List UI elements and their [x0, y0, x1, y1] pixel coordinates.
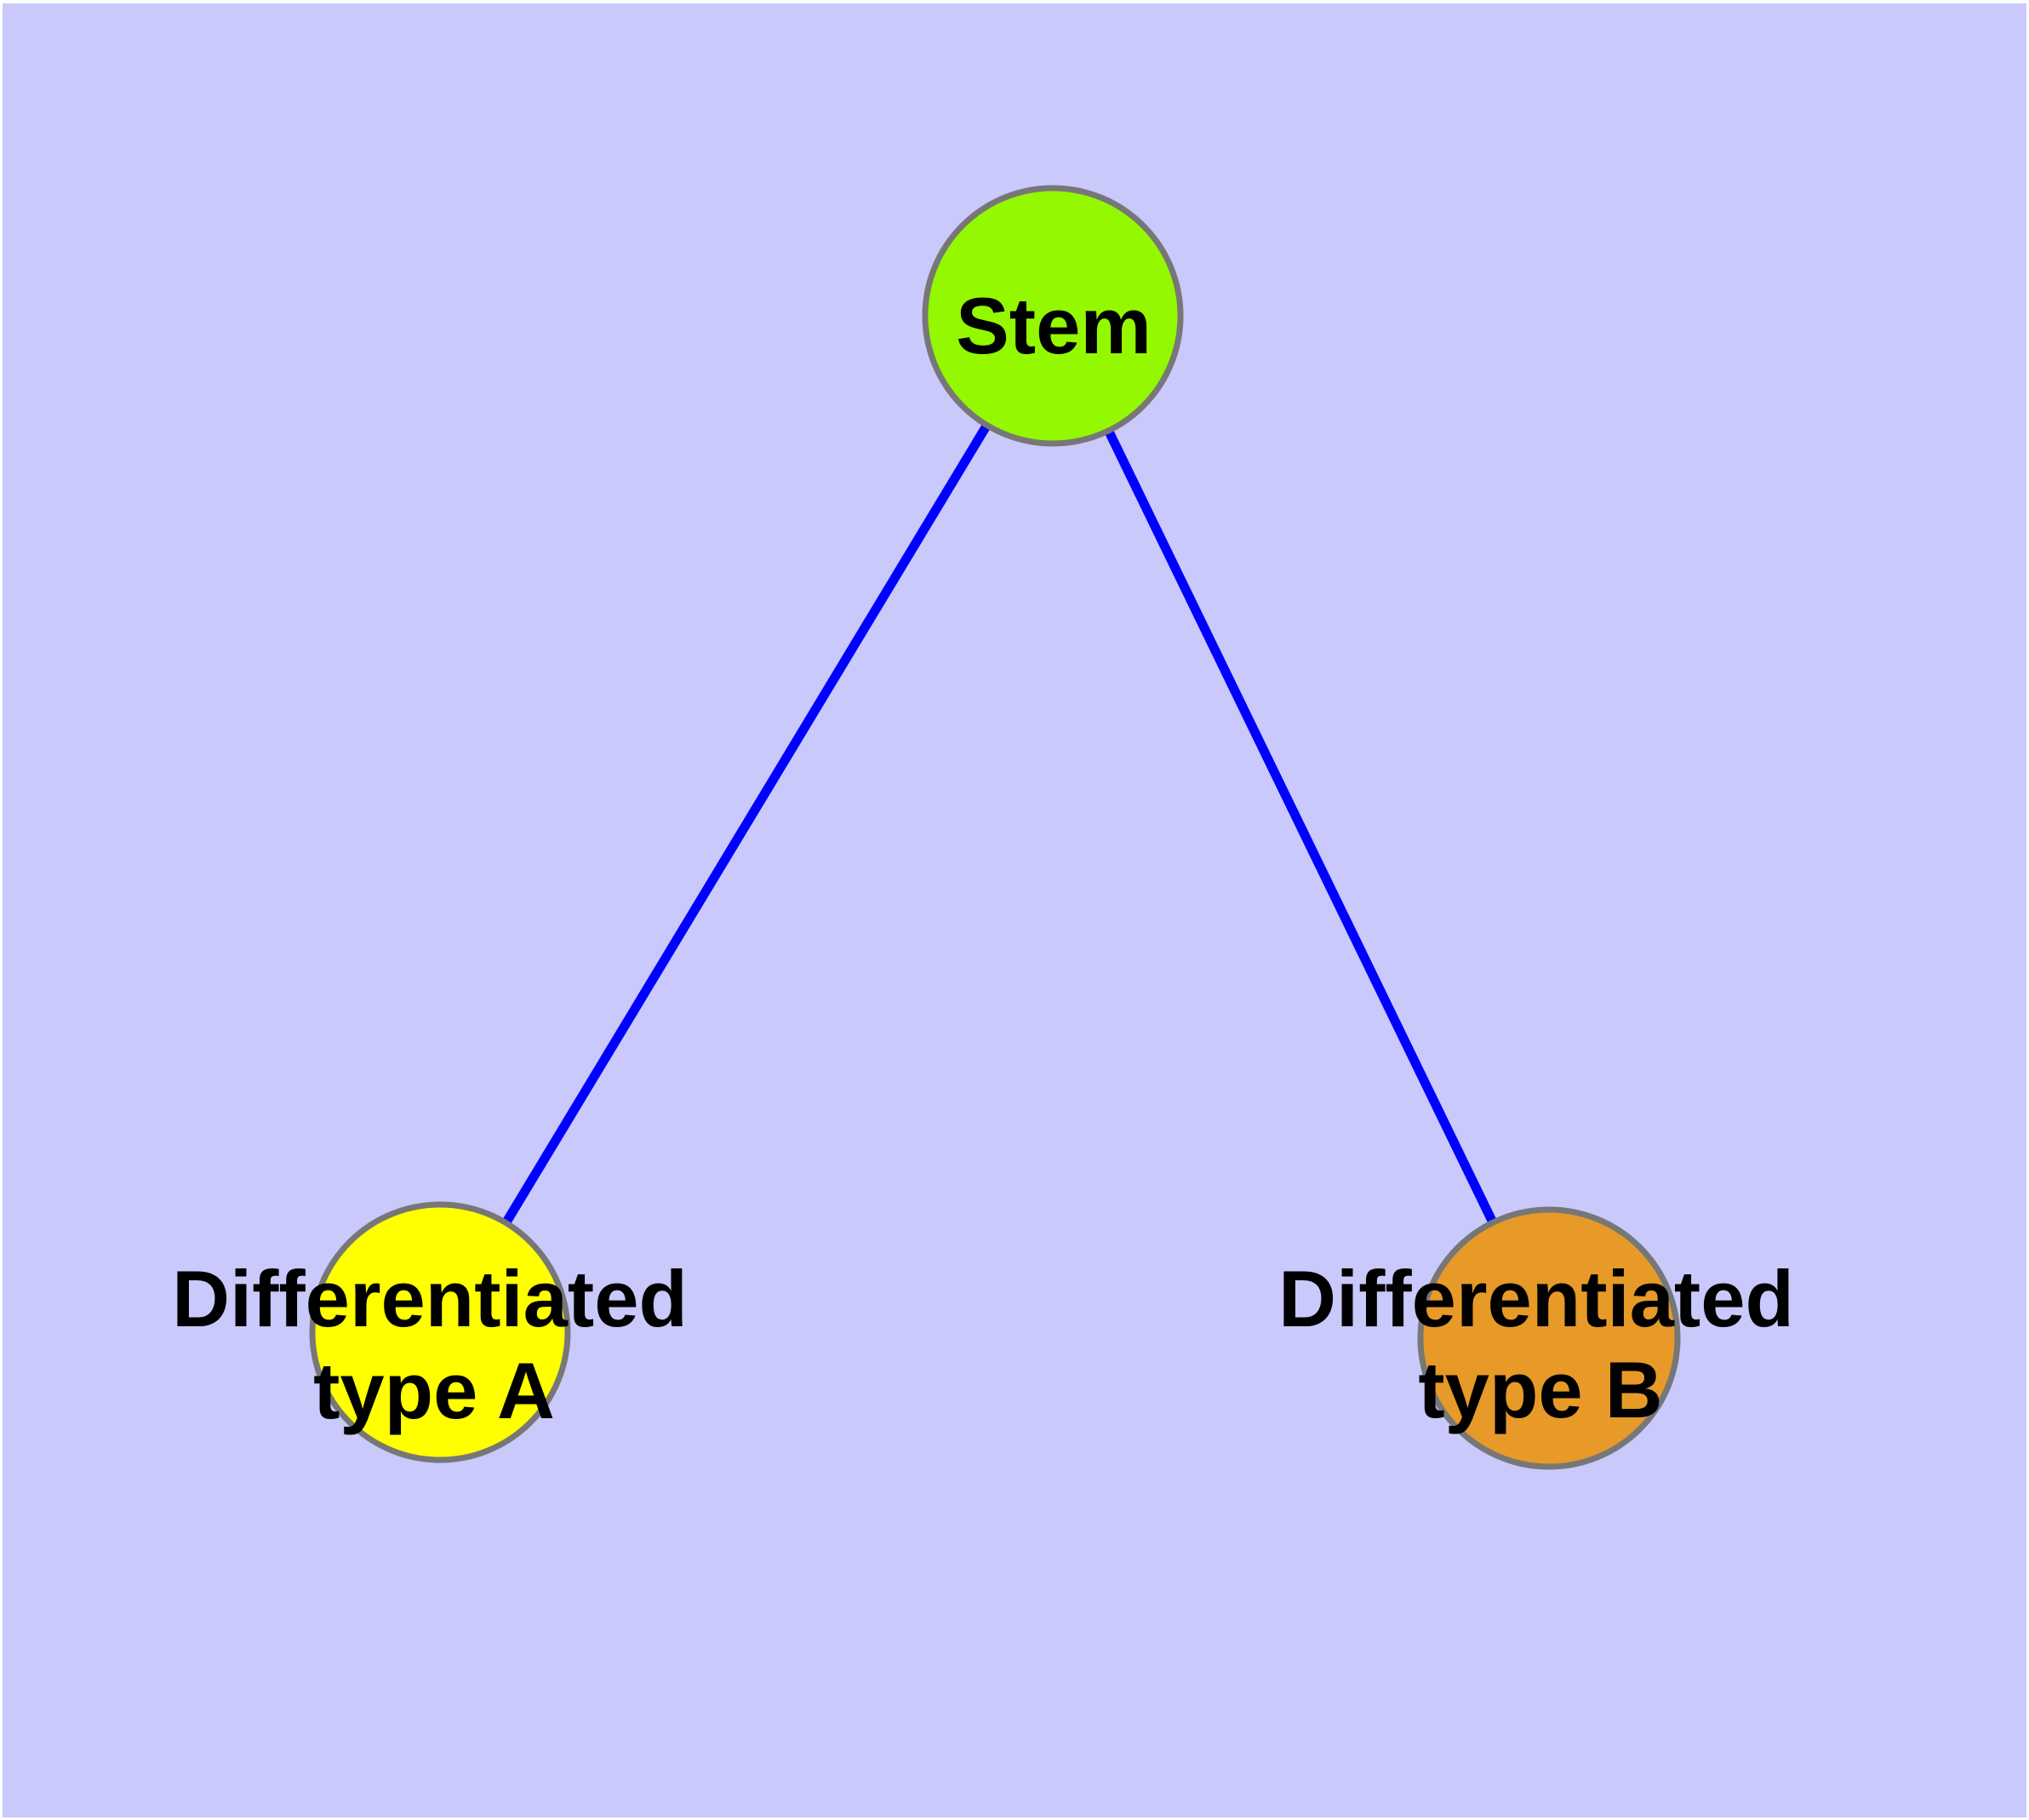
node-type-b-label-line-1: Differentiated: [1278, 1254, 1794, 1343]
node-differentiated-type-b: [1417, 1206, 1681, 1470]
node-stem-label: Stem: [956, 281, 1152, 370]
node-type-a-label-line-2: type A: [313, 1346, 555, 1435]
node-type-b-label-line-2: type B: [1418, 1345, 1662, 1434]
node-type-a-label-line-1: Differentiated: [172, 1254, 688, 1343]
edge-stem-to-type-a: [436, 313, 1057, 1335]
edge-stem-to-type-b: [1049, 313, 1553, 1341]
node-stem: [922, 185, 1184, 447]
node-differentiated-type-a: [309, 1201, 571, 1463]
